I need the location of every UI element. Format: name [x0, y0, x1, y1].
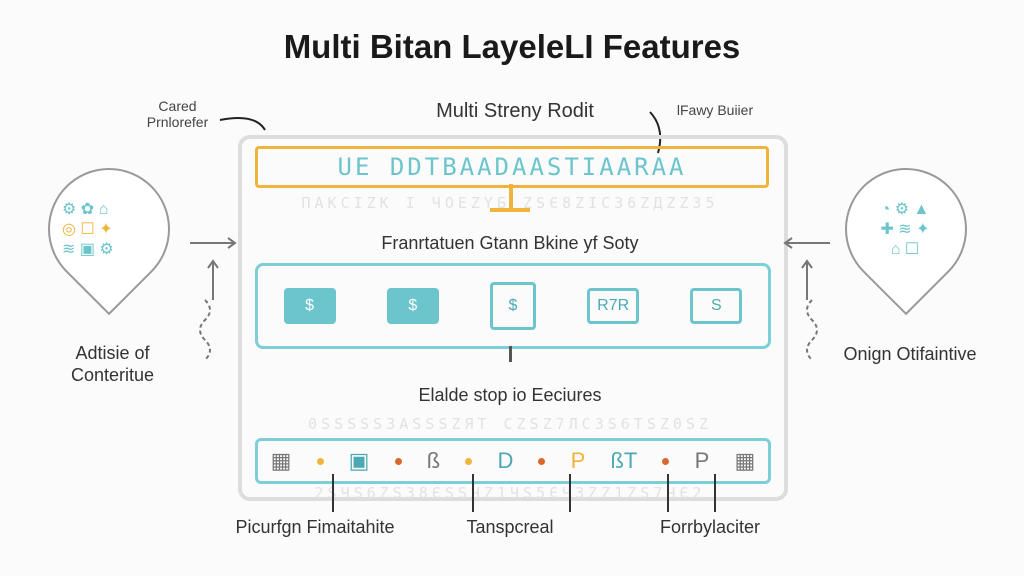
store-icon: ▦ [734, 448, 756, 473]
faded-text-row: 0ЅЅЅЅЅЗАЅЅЅZЯТ CZЅZ7ЛCЗЅ6ТЅZ0ЅZ [308, 415, 712, 433]
feature-row: ▦ ▣ ß D P ßT P ▦ [255, 438, 771, 484]
diagram-title: Multi Bitan LayeleLI Features [283, 28, 741, 65]
glyph: P [570, 448, 586, 473]
connector-base [490, 208, 530, 212]
top-label: Multi Streny Rodit [436, 100, 594, 122]
middle-label: Franrtatuen Gtann Bkine yf Soty [381, 233, 639, 253]
glyph: D [497, 448, 514, 473]
main-frame [238, 135, 788, 501]
right-node-label: Onign Otifaintive [843, 344, 977, 364]
faded-text-row: 2ЅЧЅ6ZЅЗ8ЄЅЅЧZ1ЧЅ5ЄЧЗZZ1ZЅ7ЧЄ2 [314, 484, 706, 502]
connector [509, 346, 512, 362]
bottom-section-label: Elalde stop io Eeciures [418, 385, 602, 405]
bottom-label-3: Forrbylaciter [659, 517, 761, 537]
right-node-illustration: ◔ ⚙ ▲✚ ≋ ✦⌂ ☐ [880, 201, 930, 258]
icon-row: $ $ $ R7R S [255, 263, 771, 349]
left-node-label: Adtisie of Conteritue [70, 343, 155, 385]
glyph: P [694, 448, 710, 473]
dot [465, 457, 473, 465]
bottom-label-1: Picurfgn Fimaitahite [235, 517, 395, 537]
dot [316, 457, 324, 465]
store-icon: ▦ [270, 448, 292, 473]
left-node-illustration: ⚙ ✿ ⌂◎ ☐ ✦≋ ▣ ⚙ [62, 201, 114, 258]
play-icon: ▣ [348, 448, 370, 473]
money-icon: $ [283, 288, 336, 324]
dot [538, 457, 546, 465]
glyph: ß [426, 448, 441, 473]
tablet-icon: $ [489, 282, 536, 330]
dot [662, 457, 670, 465]
card-icon: R7R [587, 288, 640, 324]
faded-text-row: ПАКСІZК I ЧOEZYБ ZSЄ8ZICЗ6ZДZZЗ5 [301, 194, 719, 212]
left-callout: Cared Prnlorefer [146, 98, 209, 130]
money-icon: $ [386, 288, 439, 324]
bottom-label-2: Tanspcreal [466, 517, 554, 537]
right-callout: lFawy Buiier [676, 102, 754, 118]
pointer-arrows [332, 474, 716, 512]
glyph: ßT [610, 448, 638, 473]
connector [509, 184, 513, 210]
dot [394, 457, 402, 465]
window-icon: S [690, 288, 743, 324]
